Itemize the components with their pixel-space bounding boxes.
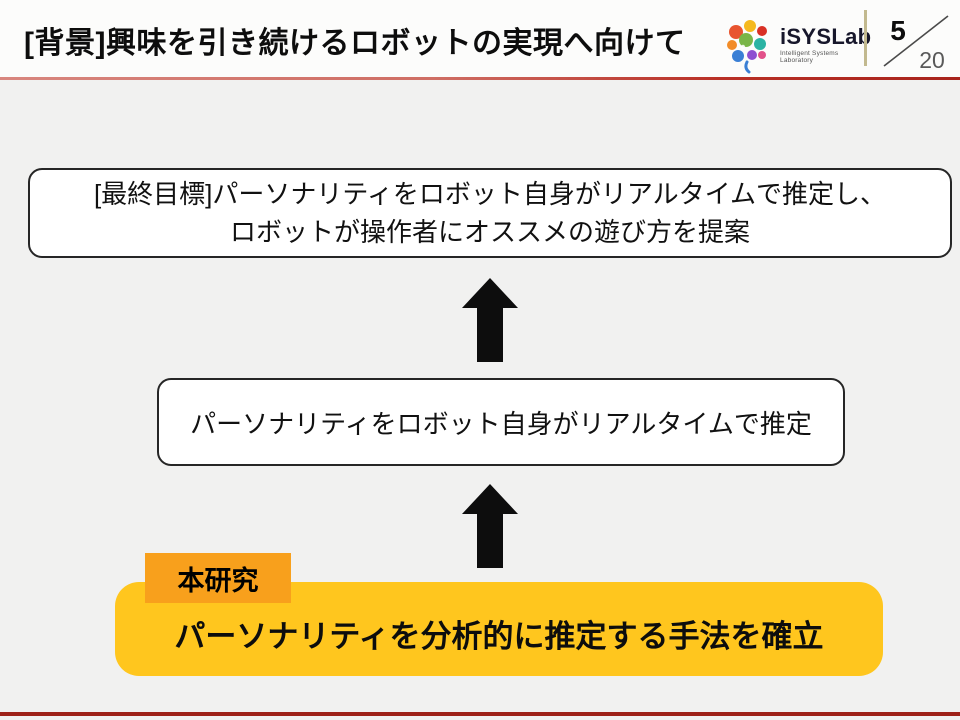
logo-text-block: iSYSLab Intelligent Systems Laboratory bbox=[780, 26, 871, 64]
final-goal-line2: ロボットが操作者にオススメの遊び方を提案 bbox=[229, 217, 750, 247]
logo-name: iSYSLab bbox=[780, 24, 872, 49]
footer-accent-line bbox=[0, 712, 960, 716]
research-method-box: パーソナリティを分析的に推定する手法を確立 bbox=[115, 582, 883, 676]
slide-title: [背景]興味を引き続けるロボットの実現へ向けて bbox=[24, 27, 686, 60]
logo-subtitle: Intelligent Systems Laboratory bbox=[780, 50, 839, 64]
final-goal-line1: [最終目標]パーソナリティをロボット自身がリアルタイムで推定し、 bbox=[93, 179, 887, 209]
realtime-estimation-box: パーソナリティをロボット自身がリアルタイムで推定 bbox=[157, 378, 845, 466]
slide-header: [背景]興味を引き続けるロボットの実現へ向けて iSYSLab Intellig… bbox=[0, 0, 960, 77]
page-number: 5 20 bbox=[883, 15, 949, 73]
header-divider bbox=[864, 10, 867, 66]
this-research-tag-label: 本研究 bbox=[177, 565, 259, 596]
this-research-tag: 本研究 bbox=[145, 553, 291, 603]
isyslab-logo: iSYSLab Intelligent Systems Laboratory bbox=[722, 16, 871, 74]
page-current: 5 bbox=[890, 15, 906, 46]
up-arrow-icon bbox=[462, 484, 518, 568]
brain-gears-logo-icon bbox=[727, 20, 767, 74]
final-goal-box: [最終目標]パーソナリティをロボット自身がリアルタイムで推定し、 ロボットが操作… bbox=[28, 168, 952, 258]
page-total: 20 bbox=[919, 47, 945, 73]
realtime-estimation-text: パーソナリティをロボット自身がリアルタイムで推定 bbox=[190, 408, 812, 439]
research-method-text: パーソナリティを分析的に推定する手法を確立 bbox=[174, 618, 824, 654]
up-arrow-icon bbox=[462, 278, 518, 362]
header-accent-line bbox=[0, 77, 960, 80]
